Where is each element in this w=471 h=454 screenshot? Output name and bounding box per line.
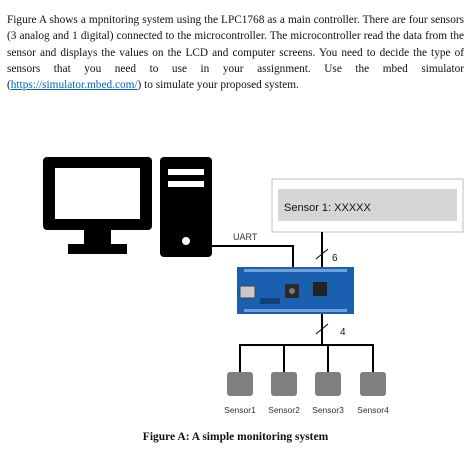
paragraph-text-end: ) to simulate your proposed system. [137,79,299,92]
computer-tower-icon [160,157,212,257]
sensor-box [315,372,341,396]
computer-monitor-icon [43,157,152,254]
sensor-label: Sensor4 [357,405,389,415]
figure-caption: Figure A: A simple monitoring system [142,431,329,443]
sensor-box [271,372,297,396]
lpc1768-board [237,267,354,314]
lcd-bus-count: 6 [332,253,338,264]
lcd-bus-slash [315,248,329,260]
paragraph-text: Figure A shows a mpnitoring system using… [7,14,464,92]
sensor-label: Sensor2 [268,405,300,415]
uart-label: UART [233,232,258,242]
sensor-label: Sensor1 [224,405,256,415]
mbed-simulator-link[interactable]: https://simulator.mbed.com/ [10,79,138,92]
description-paragraph: Figure A shows a mpnitoring system using… [7,12,464,93]
sensor-label: Sensor3 [312,405,344,415]
lcd-display: Sensor 1: XXXXX [271,178,464,233]
sensor-box [360,372,386,396]
sensor-bus-count: 4 [340,327,346,338]
sensor-bus-slash [315,323,329,335]
lcd-text: Sensor 1: XXXXX [284,202,371,214]
sensor-box [227,372,253,396]
